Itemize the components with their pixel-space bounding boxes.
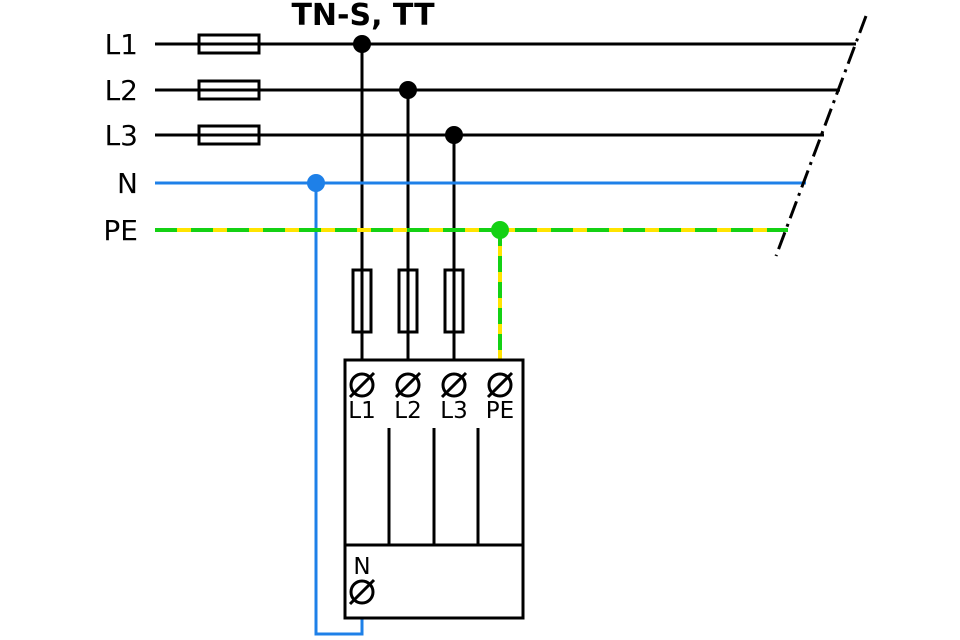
terminal-label-l2: L2 — [394, 398, 421, 424]
terminal-label-l3: L3 — [440, 398, 467, 424]
terminal-slash-n — [348, 578, 376, 606]
break-mark-icon — [774, 15, 868, 257]
terminal-label-pe: PE — [486, 398, 514, 424]
bus-label-l2: L2 — [105, 74, 138, 107]
terminal-label-n: N — [353, 554, 370, 580]
junction-dot-pe — [491, 221, 509, 239]
terminal-slash-l3 — [440, 371, 468, 399]
terminal-slash-pe — [486, 371, 514, 399]
diagram-title: TN-S, TT — [291, 0, 435, 33]
terminal-slash-l2 — [394, 371, 422, 399]
junction-dot-n — [307, 174, 325, 192]
bus-label-pe: PE — [103, 214, 138, 247]
junction-dot-l2 — [399, 81, 417, 99]
bus-label-n: N — [117, 167, 138, 200]
bus-label-l3: L3 — [105, 119, 138, 152]
junction-dot-l3 — [445, 126, 463, 144]
spd-neutral-section — [343, 543, 525, 620]
terminal-slash-l1 — [348, 371, 376, 399]
bus-label-l1: L1 — [105, 28, 138, 61]
terminal-label-l1: L1 — [348, 398, 375, 424]
junction-dot-l1 — [353, 35, 371, 53]
